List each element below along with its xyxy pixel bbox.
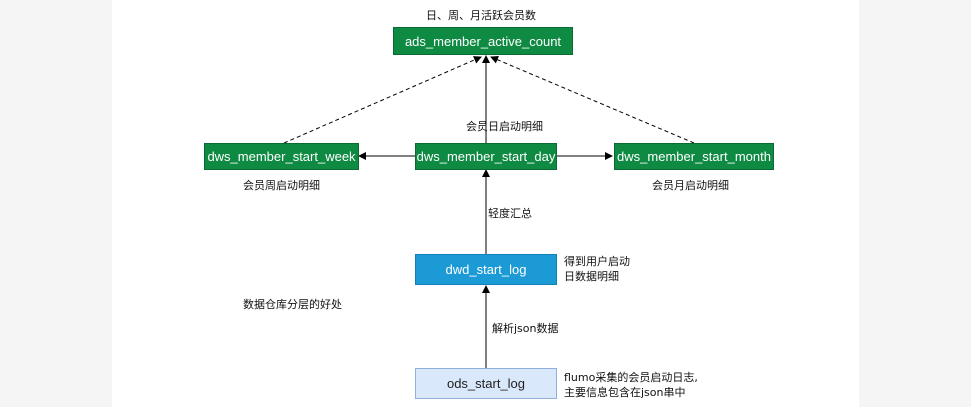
dwd-note-line-1: 得到用户启动	[564, 255, 630, 268]
node-dws-member-start-month: dws_member_start_month	[614, 143, 774, 170]
ods-note-line-2: 主要信息包含在json串中	[564, 386, 686, 399]
dwd-note-line-2: 日数据明细	[564, 270, 619, 283]
diagram-edges	[283, 55, 695, 368]
month-detail-label: 会员月启动明细	[652, 179, 729, 192]
node-ods-start-log: ods_start_log	[415, 368, 557, 399]
dwd-note-label: 得到用户启动 日数据明细	[564, 254, 630, 284]
edge-month-to-ads	[490, 56, 695, 144]
diagram-canvas: ads_member_active_count dws_member_start…	[112, 0, 859, 407]
ads-title-label: 日、周、月活跃会员数	[426, 9, 536, 22]
ods-note-label: flumo采集的会员启动日志, 主要信息包含在json串中	[564, 370, 698, 400]
node-dws-member-start-week: dws_member_start_week	[204, 143, 359, 170]
node-dws-member-start-day: dws_member_start_day	[415, 143, 557, 170]
parse-json-label: 解析json数据	[492, 322, 559, 335]
light-summary-label: 轻度汇总	[488, 207, 532, 220]
edge-week-to-ads	[283, 56, 482, 144]
node-dwd-start-log: dwd_start_log	[415, 254, 557, 285]
ods-note-line-1: flumo采集的会员启动日志,	[564, 371, 698, 384]
node-ads-member-active-count: ads_member_active_count	[393, 27, 573, 55]
day-detail-label: 会员日启动明细	[466, 120, 543, 133]
week-detail-label: 会员周启动明细	[243, 179, 320, 192]
benefit-label: 数据仓库分层的好处	[243, 298, 342, 311]
